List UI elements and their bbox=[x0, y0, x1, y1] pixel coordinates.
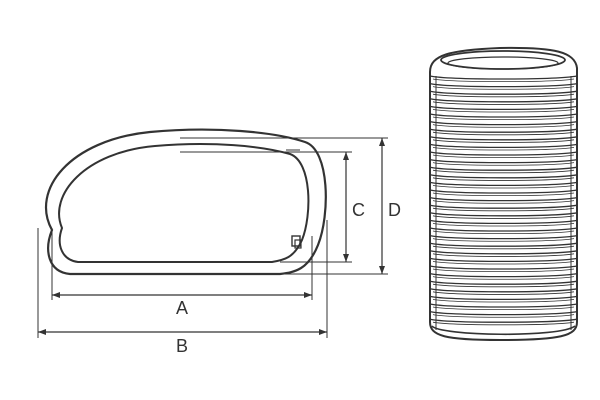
hose-ring-shadow bbox=[432, 321, 575, 326]
hose-ring-shadow bbox=[432, 177, 575, 181]
hose-ring bbox=[429, 219, 578, 225]
hose-ring bbox=[429, 174, 578, 179]
hose-ring-shadow bbox=[432, 314, 575, 318]
hose-ring bbox=[429, 82, 578, 88]
hose-ring-shadow bbox=[432, 78, 575, 83]
hose-ring bbox=[429, 158, 578, 164]
hose-ring bbox=[429, 151, 578, 156]
hose-ring-shadow bbox=[432, 268, 575, 273]
hose-side-view bbox=[429, 46, 578, 342]
hose-ring-shadow bbox=[432, 169, 575, 174]
hose-ring-shadow bbox=[432, 207, 575, 212]
hose-ring-shadow bbox=[432, 306, 575, 311]
hose-ring-shadow bbox=[432, 124, 575, 128]
hose-ring bbox=[429, 234, 578, 240]
hose-ring bbox=[429, 98, 578, 103]
hose-ring bbox=[429, 120, 578, 126]
profile-marking-icon bbox=[291, 235, 302, 249]
hose-ring bbox=[429, 242, 578, 247]
hose-ring-shadow bbox=[432, 200, 575, 204]
hose-ring bbox=[429, 196, 578, 202]
hose-corrugations bbox=[429, 75, 578, 326]
hose-ring bbox=[429, 280, 578, 285]
hose-ring bbox=[429, 303, 578, 308]
hose-ring bbox=[429, 90, 578, 95]
hose-ring-shadow bbox=[432, 291, 575, 295]
hose-ring-shadow bbox=[432, 245, 575, 250]
hose-ring bbox=[429, 250, 578, 255]
hose-ring bbox=[429, 75, 578, 80]
dimension-label-a: A bbox=[176, 298, 188, 318]
hose-ring bbox=[429, 272, 578, 278]
hose-ring bbox=[429, 288, 578, 293]
hose-ring-shadow bbox=[432, 253, 575, 257]
hose-ring bbox=[429, 227, 578, 232]
hose-ring bbox=[429, 128, 578, 133]
hose-ring-shadow bbox=[432, 139, 575, 143]
hose-ring-shadow bbox=[432, 261, 575, 265]
hose-ring bbox=[429, 105, 578, 111]
hose-ring bbox=[429, 136, 578, 141]
hose-ring bbox=[429, 189, 578, 194]
dimension-label-c: C bbox=[352, 200, 365, 220]
hose-ring-shadow bbox=[432, 276, 575, 280]
hose-ring-shadow bbox=[432, 154, 575, 159]
hose-ring bbox=[429, 295, 578, 301]
hose-ring bbox=[429, 318, 578, 323]
cross-section-view bbox=[45, 128, 327, 276]
dimension-label-d: D bbox=[388, 200, 401, 220]
hose-ring-shadow bbox=[432, 109, 575, 113]
hose-ring-shadow bbox=[432, 86, 575, 90]
hose-ring bbox=[429, 143, 578, 149]
hose-ring-shadow bbox=[432, 283, 575, 288]
hose-ring bbox=[429, 257, 578, 263]
hose-ring-shadow bbox=[432, 223, 575, 227]
hose-ring-shadow bbox=[432, 215, 575, 219]
hose-ring-shadow bbox=[432, 192, 575, 197]
dimension-label-b: B bbox=[176, 336, 188, 356]
hose-ring bbox=[429, 265, 578, 270]
hose-ring-shadow bbox=[432, 131, 575, 136]
hose-ring bbox=[429, 212, 578, 217]
hose-ring bbox=[429, 166, 578, 171]
hose-ring bbox=[429, 181, 578, 187]
dimension-lines bbox=[37, 137, 388, 338]
hose-ring-shadow bbox=[432, 299, 575, 303]
hose-ring-shadow bbox=[432, 238, 575, 242]
hose-ring-shadow bbox=[432, 230, 575, 235]
hose-ring bbox=[429, 204, 578, 209]
cross-section-inner-profile bbox=[58, 143, 310, 263]
hose-ring-shadow bbox=[432, 162, 575, 166]
hose-ring-shadow bbox=[432, 116, 575, 121]
cross-section-outer-profile bbox=[45, 128, 327, 276]
hose-ring-shadow bbox=[432, 147, 575, 151]
hose-ring bbox=[429, 113, 578, 118]
hose-ring-shadow bbox=[432, 101, 575, 105]
hose-ring-shadow bbox=[432, 93, 575, 98]
hose-outline bbox=[429, 46, 578, 342]
hose-ring bbox=[429, 310, 578, 316]
hose-ring-shadow bbox=[432, 185, 575, 189]
